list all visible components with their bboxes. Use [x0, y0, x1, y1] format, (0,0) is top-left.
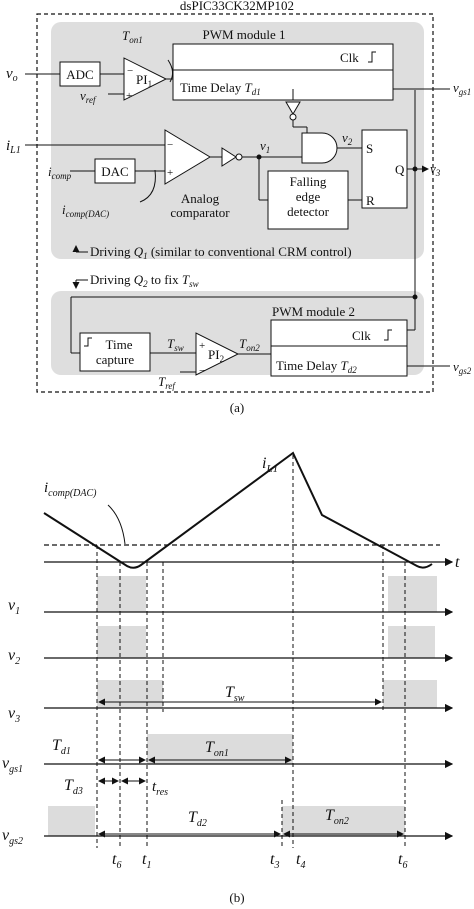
- ton2-label: Ton2: [239, 336, 260, 353]
- row-label-v1: v1: [8, 597, 20, 617]
- clk2-edge-icon: [384, 329, 392, 341]
- tref-label: Tref: [158, 374, 176, 391]
- driving-q2-text: Driving Q2 to fix Tsw: [90, 272, 199, 289]
- analog-comp-line1: Analog: [181, 191, 220, 206]
- pwm2-title: PWM module 2: [272, 304, 355, 319]
- vgs2-pulse-1: [48, 806, 95, 836]
- tick-t3: t3: [270, 851, 279, 871]
- dac-label: DAC: [101, 164, 128, 179]
- tick-t1: t1: [142, 851, 151, 871]
- analog-comp-line2: comparator: [170, 205, 230, 220]
- vgs1-label: vgs1: [453, 80, 471, 97]
- t-axis-label: t: [455, 554, 460, 571]
- v3-pulse-2: [383, 680, 437, 708]
- pi1-minus: −: [127, 65, 133, 77]
- tick-t6-right: t6: [398, 851, 407, 871]
- clk1-edge-icon: [368, 51, 376, 63]
- td1-label: Td1: [52, 737, 71, 757]
- v1-pulse-1: [97, 576, 146, 612]
- v3-pulse-1: [97, 680, 163, 708]
- pwm2-time-delay: Time Delay Td2: [276, 358, 357, 375]
- vgs2-label: vgs2: [453, 359, 472, 376]
- capture-edge-icon: [84, 337, 92, 347]
- pi2-plus: +: [199, 340, 205, 352]
- v2-label: v2: [342, 130, 353, 147]
- v1-pulse-2: [388, 576, 437, 612]
- tsw-label-a: Tsw: [167, 336, 184, 353]
- comp-minus: −: [167, 139, 173, 151]
- row-label-vgs1: vgs1: [2, 755, 23, 775]
- pi2-minus: −: [199, 365, 205, 377]
- il1-label: iL1: [6, 138, 21, 156]
- icompdac-pointer: [139, 169, 156, 203]
- pi2-block: [195, 332, 240, 376]
- ton2-label-b: Ton2: [325, 807, 349, 827]
- chip-outline: [36, 13, 434, 393]
- tick-t6-left: t6: [112, 851, 121, 871]
- tsw-label-b: Tsw: [225, 684, 245, 704]
- sr-r: R: [366, 193, 375, 208]
- v1-label: v1: [260, 138, 270, 155]
- part-b-labels: iL1 icomp(DAC) t v1 v2 v3 vgs1 vgs2 Tsw …: [2, 455, 460, 905]
- row-label-vgs2: vgs2: [2, 827, 23, 847]
- pwm1-title: PWM module 1: [202, 27, 285, 42]
- pi1-plus: +: [126, 90, 132, 102]
- driving-q1-text: Driving Q1 (similar to conventional CRM …: [90, 244, 352, 261]
- tres-label: tres: [152, 779, 168, 798]
- sr-s: S: [366, 141, 373, 156]
- pwm1-time-delay: Time Delay Td1: [180, 80, 261, 97]
- falling-line3: detector: [287, 204, 330, 219]
- part-a-block-diagram: [25, 13, 450, 393]
- analog-comparator: [164, 129, 211, 185]
- chip-title: dsPIC33CK32MP102: [180, 0, 294, 13]
- adc-label: ADC: [66, 67, 93, 82]
- inverter-1-bubble: [289, 113, 297, 121]
- comp-plus: +: [167, 167, 173, 179]
- inverter-1: [285, 101, 301, 115]
- pi2-label: PI2: [208, 347, 224, 364]
- caption-b: (b): [229, 890, 244, 905]
- caption-a: (a): [230, 400, 244, 415]
- pi1-block: [123, 57, 168, 101]
- adc-block: [59, 61, 101, 87]
- icompdac-label-b: icomp(DAC): [44, 480, 97, 499]
- il1-waveform: [43, 451, 433, 569]
- falling-line2: edge: [296, 189, 321, 204]
- td3-label: Td3: [64, 777, 83, 797]
- vo-label: vo: [6, 66, 18, 84]
- time-capture-line1: Time: [106, 337, 133, 352]
- time-capture-line2: capture: [96, 352, 134, 367]
- sr-latch: [361, 129, 408, 209]
- pi1-label: PI1: [136, 72, 152, 89]
- icompdac-pointer-b: [107, 504, 126, 545]
- il1-label-b: iL1: [262, 455, 278, 475]
- falling-edge-detector: [267, 170, 349, 230]
- row-label-v3: v3: [8, 705, 20, 725]
- icompdac-label: icomp(DAC): [62, 202, 109, 219]
- row-label-v2: v2: [8, 647, 20, 667]
- v2-pulse-2: [388, 626, 435, 658]
- inverter-2: [221, 147, 237, 167]
- ton1-pointer: [167, 59, 174, 83]
- v3-label: v3: [430, 161, 441, 178]
- falling-line1: Falling: [290, 174, 327, 189]
- tick-t4: t4: [296, 851, 305, 871]
- ton1-label: Ton1: [122, 28, 143, 45]
- td2-label: Td2: [188, 809, 207, 829]
- icomp-label: icomp: [48, 164, 72, 181]
- inverter-2-bubble: [235, 153, 243, 161]
- pwm2-clk: Clk: [352, 328, 371, 343]
- ton1-label-b: Ton1: [205, 739, 229, 759]
- part-b-lines: [43, 451, 454, 848]
- sr-q: Q: [395, 162, 405, 177]
- part-a-labels: dsPIC33CK32MP102 PWM module 1 Clk Time D…: [6, 0, 472, 415]
- pwm-module-2: [270, 319, 408, 377]
- pwm1-clk: Clk: [340, 50, 359, 65]
- time-capture-block: [79, 332, 151, 372]
- vref-label: vref: [80, 88, 97, 105]
- part-b-pulses: [48, 576, 437, 836]
- v2-pulse-1: [97, 626, 146, 658]
- and-gate: [301, 132, 338, 164]
